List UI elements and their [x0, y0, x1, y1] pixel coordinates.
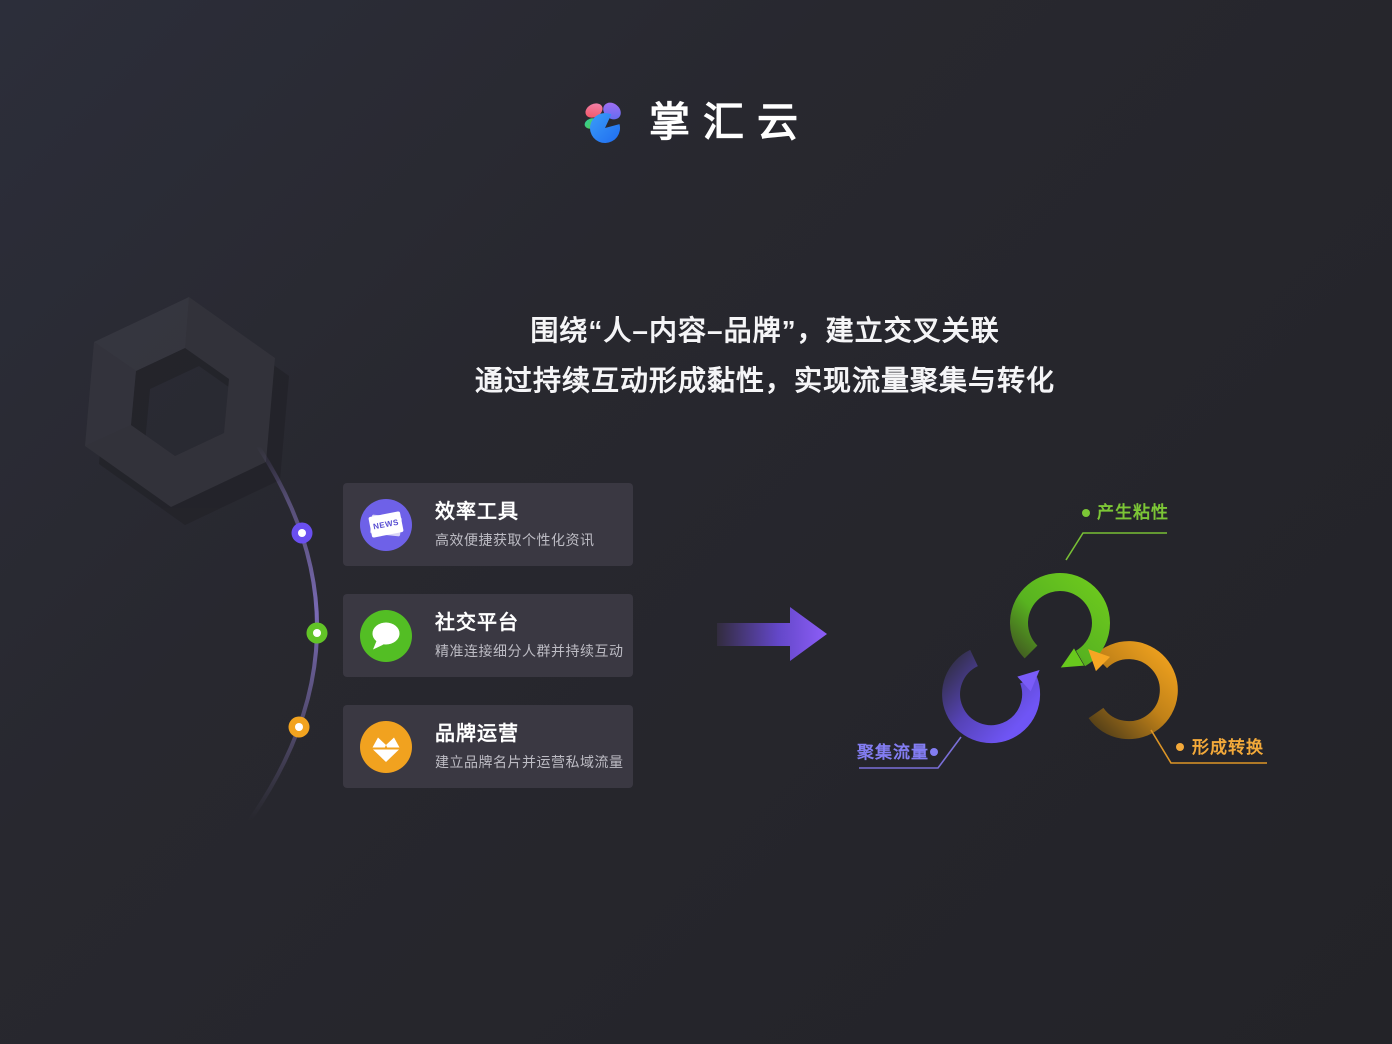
diamond-icon: [360, 720, 412, 773]
orange-cycle-ring: [1088, 641, 1178, 740]
headline: 围绕“人–内容–品牌”，建立交叉关联 通过持续互动形成黏性，实现流量聚集与转化: [435, 306, 1095, 406]
cycle-label-sticky: 产生粘性: [1097, 503, 1169, 522]
cycle-label-gather: 聚集流量: [857, 743, 929, 762]
sticky-label-dot: [1082, 509, 1090, 517]
card-brand-operation: 品牌运营 建立品牌名片并运营私域流量: [343, 705, 633, 788]
gather-label-dot: [930, 748, 938, 756]
hexagon-decoration: [85, 297, 289, 525]
news-icon: NEWS: [360, 498, 412, 551]
logo-pinwheel-icon: [584, 102, 621, 144]
logo: 掌汇云: [0, 94, 1392, 150]
convert-label-line: [1150, 729, 1267, 764]
timeline-dot-efficiency: [291, 522, 313, 544]
card-efficiency-tools: NEWS 效率工具 高效便捷获取个性化资讯: [343, 483, 633, 566]
headline-line2: 通过持续互动形成黏性，实现流量聚集与转化: [474, 365, 1055, 396]
timeline-dot-brand: [288, 716, 310, 738]
purple-arrowhead-icon: [1017, 669, 1040, 692]
gather-label-line: [859, 736, 962, 769]
sticky-label-line: [1065, 532, 1167, 561]
timeline-dot-social: [306, 622, 328, 644]
purple-cycle-ring: [942, 649, 1041, 744]
green-cycle-ring: [1010, 573, 1110, 667]
cycle-label-convert: 形成转换: [1192, 738, 1264, 757]
card-social-platform: 社交平台 精准连接细分人群并持续互动: [343, 594, 633, 677]
chat-icon: [360, 609, 412, 662]
card-desc: 高效便捷获取个性化资讯: [435, 532, 595, 548]
card-title: 社交平台: [435, 612, 519, 634]
chat-bubble-glyph: [372, 622, 400, 649]
diamond-glyph: [372, 737, 400, 762]
headline-line1: 围绕“人–内容–品牌”，建立交叉关联: [530, 315, 1000, 346]
card-desc: 建立品牌名片并运营私域流量: [435, 754, 624, 770]
flow-arrow-icon: [717, 607, 827, 661]
card-desc: 精准连接细分人群并持续互动: [435, 643, 624, 659]
card-title: 效率工具: [435, 501, 519, 523]
logo-text: 掌汇云: [649, 98, 811, 145]
convert-label-dot: [1176, 743, 1184, 751]
card-title: 品牌运营: [435, 723, 519, 745]
green-arrowhead-icon: [1060, 648, 1084, 668]
orange-arrowhead-icon: [1088, 649, 1111, 672]
